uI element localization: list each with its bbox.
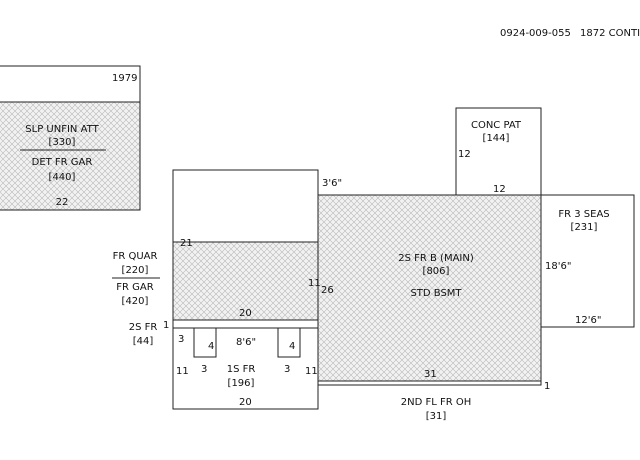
main-dim-left: 26 [321, 285, 334, 296]
conc-pat-dim-bottom: 12 [493, 184, 506, 195]
garage-upper-label: SLP UNFIN ATT [25, 124, 99, 135]
second-fl-oh-outline [317, 380, 542, 386]
conc-pat-dim-left: 12 [458, 149, 471, 160]
fr-3-seas-dim-left: 18'6" [545, 261, 571, 272]
fr-3-seas-outline [540, 194, 635, 328]
main-dim-bottom: 31 [424, 369, 437, 380]
second-fl-oh-sqft: [31] [426, 411, 447, 422]
two-s-fr-label: 2S FR [129, 322, 158, 333]
conc-pat-area: CONC PAT [144] 12 12 [455, 107, 542, 196]
fr-gar-hatched [172, 241, 319, 321]
fr-quar-dim-left: 21 [180, 238, 193, 249]
address: 1872 CONTI [580, 28, 640, 39]
notch-left-width: 3 [178, 334, 184, 345]
two-s-fr-outline [172, 319, 319, 329]
garage-lower-sqft: [440] [49, 172, 76, 183]
two-s-fr-dim-mark: 1 [163, 320, 169, 331]
one-s-fr-outline [172, 327, 319, 410]
garage-year: 1979 [112, 73, 137, 84]
fr-3-seas-label: FR 3 SEAS [558, 209, 609, 220]
notch-right-height: 4 [289, 341, 295, 352]
garage-upper-sqft: [330] [49, 137, 76, 148]
one-s-fr-dim-bottom: 20 [239, 397, 252, 408]
main-label: 2S FR B (MAIN) [398, 253, 474, 264]
notch-span: 8'6" [236, 337, 256, 348]
fr-3-seas-dim-bottom: 12'6" [575, 315, 601, 326]
main-outline [317, 194, 542, 382]
fr-gar-label: FR GAR [116, 282, 153, 293]
fr-quar-area: FR QUAR [220] FR GAR [420] 21 11 [112, 169, 321, 321]
one-s-fr-area: 1S FR [196] 20 11 11 3 4 8'6" 4 3 3 [172, 327, 319, 410]
second-fl-oh-label: 2ND FL FR OH [401, 397, 472, 408]
main-dim-top-left: 3'6" [322, 178, 342, 189]
second-fl-oh-area: 1 2ND FL FR OH [31] [317, 380, 550, 422]
conc-pat-sqft: [144] [483, 133, 510, 144]
fr-3-seas-area: FR 3 SEAS [231] 18'6" 12'6" [540, 194, 635, 328]
fr-3-seas-sqft: [231] [571, 222, 598, 233]
conc-pat-label: CONC PAT [471, 120, 522, 131]
second-fl-oh-dim-right: 1 [544, 381, 550, 392]
two-s-fr-dim-top: 20 [239, 308, 252, 319]
two-s-fr-sqft: [44] [133, 336, 154, 347]
garage-top-strip [0, 65, 141, 103]
fr-gar-sqft: [420] [122, 296, 149, 307]
fr-quar-sqft: [220] [122, 265, 149, 276]
main-area: 2S FR B (MAIN) [806] STD BSMT 26 3'6" 31 [317, 178, 542, 382]
notch-dim-3-b: 3 [284, 364, 290, 375]
garage-lower-label: DET FR GAR [32, 157, 93, 168]
garage-dim-bottom: 22 [56, 197, 69, 208]
one-s-fr-label: 1S FR [227, 364, 256, 375]
one-s-fr-dim-left: 11 [176, 366, 189, 377]
fr-quar-label: FR QUAR [113, 251, 158, 262]
garage-hatched-area [0, 101, 141, 211]
one-s-fr-dim-right: 11 [305, 366, 318, 377]
notch-left-height: 4 [208, 341, 214, 352]
main-sub-label: STD BSMT [410, 288, 462, 299]
garage-block: 1979 SLP UNFIN ATT [330] DET FR GAR [440… [0, 65, 141, 211]
fr-quar-dim-right: 11 [308, 278, 321, 289]
main-sqft: [806] [423, 266, 450, 277]
one-s-fr-sqft: [196] [228, 378, 255, 389]
notch-dim-3-a: 3 [201, 364, 207, 375]
fr-quar-upper-outline [172, 169, 319, 243]
parcel-id: 0924-009-055 [500, 28, 571, 39]
